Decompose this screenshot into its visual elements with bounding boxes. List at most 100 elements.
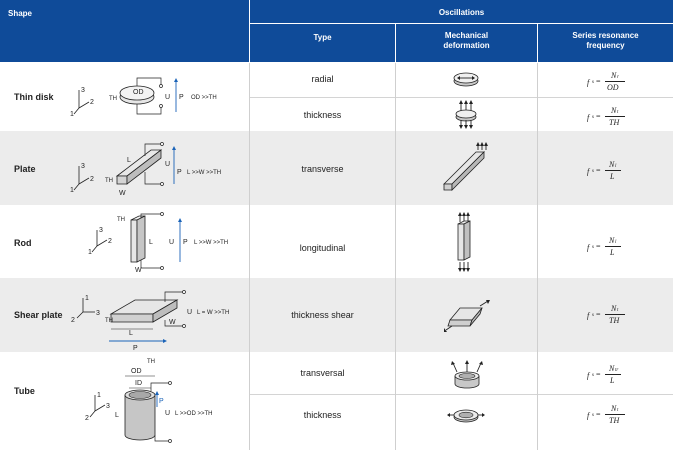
formula-numerator: N [609,160,615,169]
type-thickness-shear: thickness shear [291,310,354,320]
tube-thickness-deformation-icon [447,409,485,423]
p-label: P [177,169,182,176]
header-shape: Shape [8,9,33,18]
l-label: L [129,330,133,337]
u-label: U [165,94,170,101]
formula-numerator: N [611,404,617,413]
axis-2-label: 2 [85,415,89,422]
formula-transverse: f s = N l L [587,160,647,184]
axis-3-label: 3 [106,403,110,410]
axis-2-label: 2 [71,317,75,324]
radial-deformation-icon [453,72,479,87]
formula-numerator: N [609,364,615,373]
p-label: P [183,239,188,246]
l-label: L [149,239,153,246]
header-shape-cell: Shape [0,0,249,62]
p-label: P [159,398,164,405]
axis-1-label: 1 [97,392,101,399]
formula-denominator: TH [609,118,620,127]
header-frequency-cell: Series resonance frequency [538,24,673,62]
u-label: U [165,410,170,417]
relation-label: L = W >>TH [197,310,229,316]
w-label: W [135,267,142,274]
th-label: TH [105,318,113,324]
header-oscillations-cell: Oscillations [250,0,673,23]
relation-label: L >>OD >>TH [175,411,212,417]
formula-denominator: L [610,248,615,257]
divider [250,394,673,395]
thickness-deformation-icon [455,100,477,129]
p-label: P [179,94,184,101]
p-label: P [133,345,138,352]
relation-label: L >>W >>TH [187,170,221,176]
row-tube [0,352,673,450]
row-rod [0,205,673,278]
type-longitudinal: longitudinal [299,243,346,253]
w-label: W [169,319,176,326]
formula-denominator: TH [609,316,620,325]
column-divider [537,63,538,450]
shape-name-rod: Rod [14,238,32,248]
th-label: TH [147,359,155,365]
u-label: U [165,161,170,168]
l-label: L [127,157,131,164]
formula-tube-thickness: f s = N t TH [587,404,647,428]
formula-prefix: f [587,371,590,380]
axis-3-label: 3 [81,87,85,94]
header-deformation-cell: Mechanical deformation [396,24,537,62]
header-deformation: Mechanical deformation [443,31,490,50]
relation-label: OD >>TH [191,95,217,101]
formula-numerator: N [611,106,617,115]
type-transversal: transversal [300,368,345,378]
shape-name-shear-plate: Shear plate [14,310,63,320]
axis-1-label: 1 [85,295,89,302]
formula-numerator: N [611,71,617,80]
u-label: U [169,239,174,246]
formula-thickness: f s = N t TH [587,106,647,130]
th-label: TH [105,178,113,184]
column-divider [395,63,396,450]
formula-thickness-shear: f s = N t TH [587,304,647,328]
formula-prefix: f [587,411,590,420]
type-radial: radial [311,74,334,84]
axis-3-label: 3 [99,227,103,234]
type-thickness: thickness [303,110,342,120]
divider [250,97,673,98]
header-frequency: Series resonance frequency [572,31,639,50]
longitudinal-deformation-icon [457,212,471,272]
shape-name-plate: Plate [14,164,36,174]
od-label: OD [131,368,142,375]
plate-diagram: 3 2 1 L TH W U P L >>W >>TH [70,142,221,197]
thin-disk-diagram: 3 2 1 OD TH U P OD >>TH [70,77,217,118]
th-label: TH [109,96,117,102]
od-label: OD [133,89,144,96]
l-label: L [115,412,119,419]
tube-diagram: 1 3 2 TH OD ID L P U L >>OD >>TH [85,359,212,443]
shape-name-thin-disk: Thin disk [14,92,54,102]
header-type: Type [313,33,332,42]
tube-shape [124,395,156,441]
formula-denominator: L [610,172,615,181]
axis-2-label: 2 [90,99,94,106]
type-transverse: transverse [301,164,344,174]
row-plate [0,131,673,205]
transverse-deformation-icon [443,142,488,191]
id-label: ID [135,380,142,387]
formula-transversal: f s = N tr L [587,364,647,388]
formula-prefix: f [587,78,590,87]
formula-prefix: f [587,243,590,252]
u-label: U [187,309,192,316]
formula-denominator: OD [607,83,619,92]
axis-1-label: 1 [70,111,74,118]
formula-denominator: L [610,376,615,385]
th-label: TH [117,217,125,223]
formula-prefix: f [587,113,590,122]
axis-1-label: 1 [70,187,74,194]
formula-longitudinal: f s = N l L [587,236,647,260]
thickness-shear-deformation-icon [444,300,490,332]
type-thickness: thickness [303,410,342,420]
w-label: W [119,190,126,197]
formula-prefix: f [587,167,590,176]
header-oscillations: Oscillations [438,8,485,17]
axis-1-label: 1 [88,249,92,256]
